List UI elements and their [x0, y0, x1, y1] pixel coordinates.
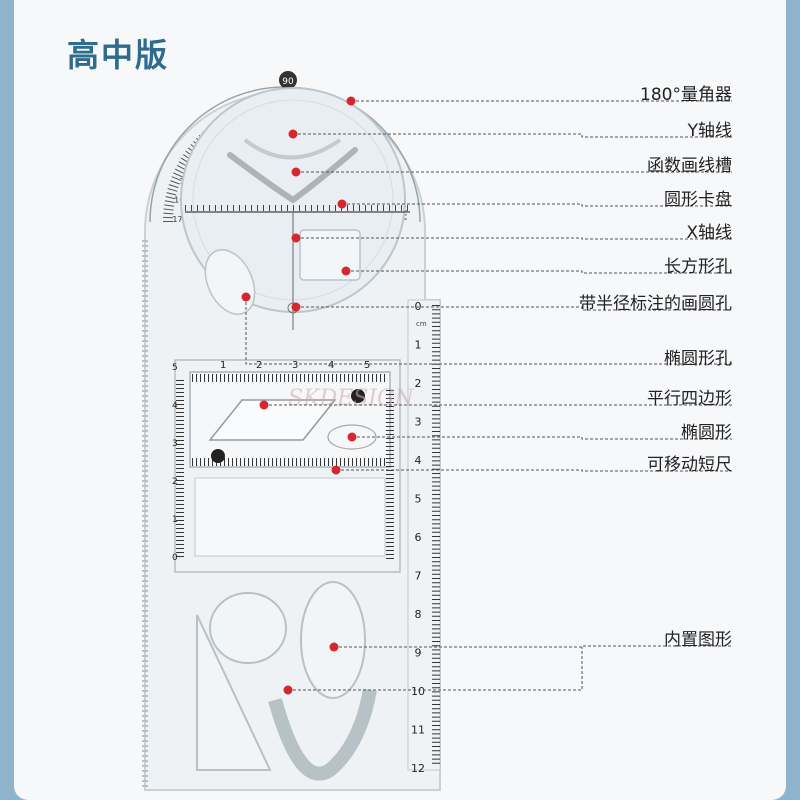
callout-dot [291, 233, 301, 243]
vertical-scale-label: 11 [411, 724, 425, 737]
callout-label: X轴线 [686, 223, 732, 243]
callout-line [293, 133, 732, 138]
callout-line [336, 469, 732, 472]
callout-label: 圆形卡盘 [664, 190, 732, 210]
vertical-scale-label: 7 [415, 570, 422, 583]
vertical-scale-label: 6 [415, 531, 422, 544]
callout-label: 可移动短尺 [647, 455, 732, 475]
callout-dot [241, 292, 251, 302]
callout-line [352, 436, 732, 440]
callout-label: 长方形孔 [664, 257, 732, 277]
callout-lines [241, 96, 732, 695]
callout-label: 平行四边形 [647, 389, 732, 409]
inner-scale-label: 3 [172, 439, 178, 449]
vertical-scale-label: 10 [411, 685, 425, 698]
short-ruler-label: 3 [292, 360, 298, 371]
vertical-scale-label: 8 [415, 608, 422, 621]
vertical-scale-label: 5 [415, 493, 422, 506]
callout-dot [346, 96, 356, 106]
short-ruler-label: 1 [220, 360, 226, 371]
vertical-scale-label: 12 [411, 762, 425, 775]
protractor-top-badge-label: 90 [282, 77, 294, 87]
callout-dot [347, 432, 357, 442]
callout-label: Y轴线 [687, 121, 732, 141]
short-ruler-badge-1 [351, 389, 365, 403]
unit-label: cm [416, 320, 427, 328]
callout-dot [259, 400, 269, 410]
watermark: SKDESIGN [288, 386, 415, 411]
callout-line [346, 270, 732, 274]
movable-frame [174, 359, 401, 573]
inner-scale-label: 5 [172, 363, 178, 373]
short-ruler-label: 4 [328, 360, 334, 371]
callout-line [296, 237, 732, 240]
callout-dot [329, 642, 339, 652]
vertical-scale-label: 3 [415, 416, 422, 429]
callout-dot [283, 685, 293, 695]
short-ruler-badge-2 [211, 449, 225, 463]
inner-scale-label: 0 [172, 553, 178, 563]
short-ruler-ellipse [327, 424, 377, 450]
arc-shape [268, 688, 377, 781]
protractor-top-badge [279, 71, 297, 89]
vertical-scale-label: 4 [415, 454, 422, 467]
callout-dot [288, 129, 298, 139]
short-ruler-label: 5 [364, 360, 370, 371]
vertical-scale-label: 2 [415, 377, 422, 390]
protractor-tick-label: 170 [172, 215, 187, 224]
callout-dot [337, 199, 347, 209]
callout-dot [341, 266, 351, 276]
callout-label: 带半径标注的画圆孔 [579, 294, 732, 314]
callout-line [296, 306, 732, 311]
big-ellipse-shape [300, 581, 366, 699]
callout-line [334, 645, 732, 648]
callout-dot [291, 302, 301, 312]
short-ruler-label: 2 [256, 360, 262, 371]
page-title: 高中版 [67, 36, 170, 74]
callout-label: 180°量角器 [640, 85, 732, 105]
parallelogram-hole [208, 399, 337, 441]
callout-dot [331, 465, 341, 475]
callout-label: 内置图形 [664, 630, 732, 650]
circle-shape [209, 592, 287, 664]
short-ruler-labels: 1 2 3 4 5 0 1 2 3 4 5 [172, 360, 370, 563]
vertical-scale-label: 1 [415, 339, 422, 352]
callout-line [342, 203, 732, 207]
vertical-scale-strip [407, 299, 441, 771]
inner-scale-label: 2 [172, 477, 178, 487]
callout-line [245, 297, 732, 365]
callout-label: 函数画线槽 [647, 156, 732, 176]
callout-label: 椭圆形孔 [664, 349, 732, 369]
function-curve-slot [227, 147, 358, 204]
function-curve-slot-2 [243, 138, 342, 160]
rectangle-window [194, 477, 386, 557]
triangle-shape [196, 614, 272, 771]
inner-scale-label: 4 [172, 401, 178, 411]
inner-scale-label: 1 [172, 515, 178, 525]
callout-dot [291, 167, 301, 177]
callout-line [288, 647, 583, 691]
callout-label: 椭圆形 [681, 423, 732, 443]
vertical-scale-label: 9 [415, 647, 422, 660]
